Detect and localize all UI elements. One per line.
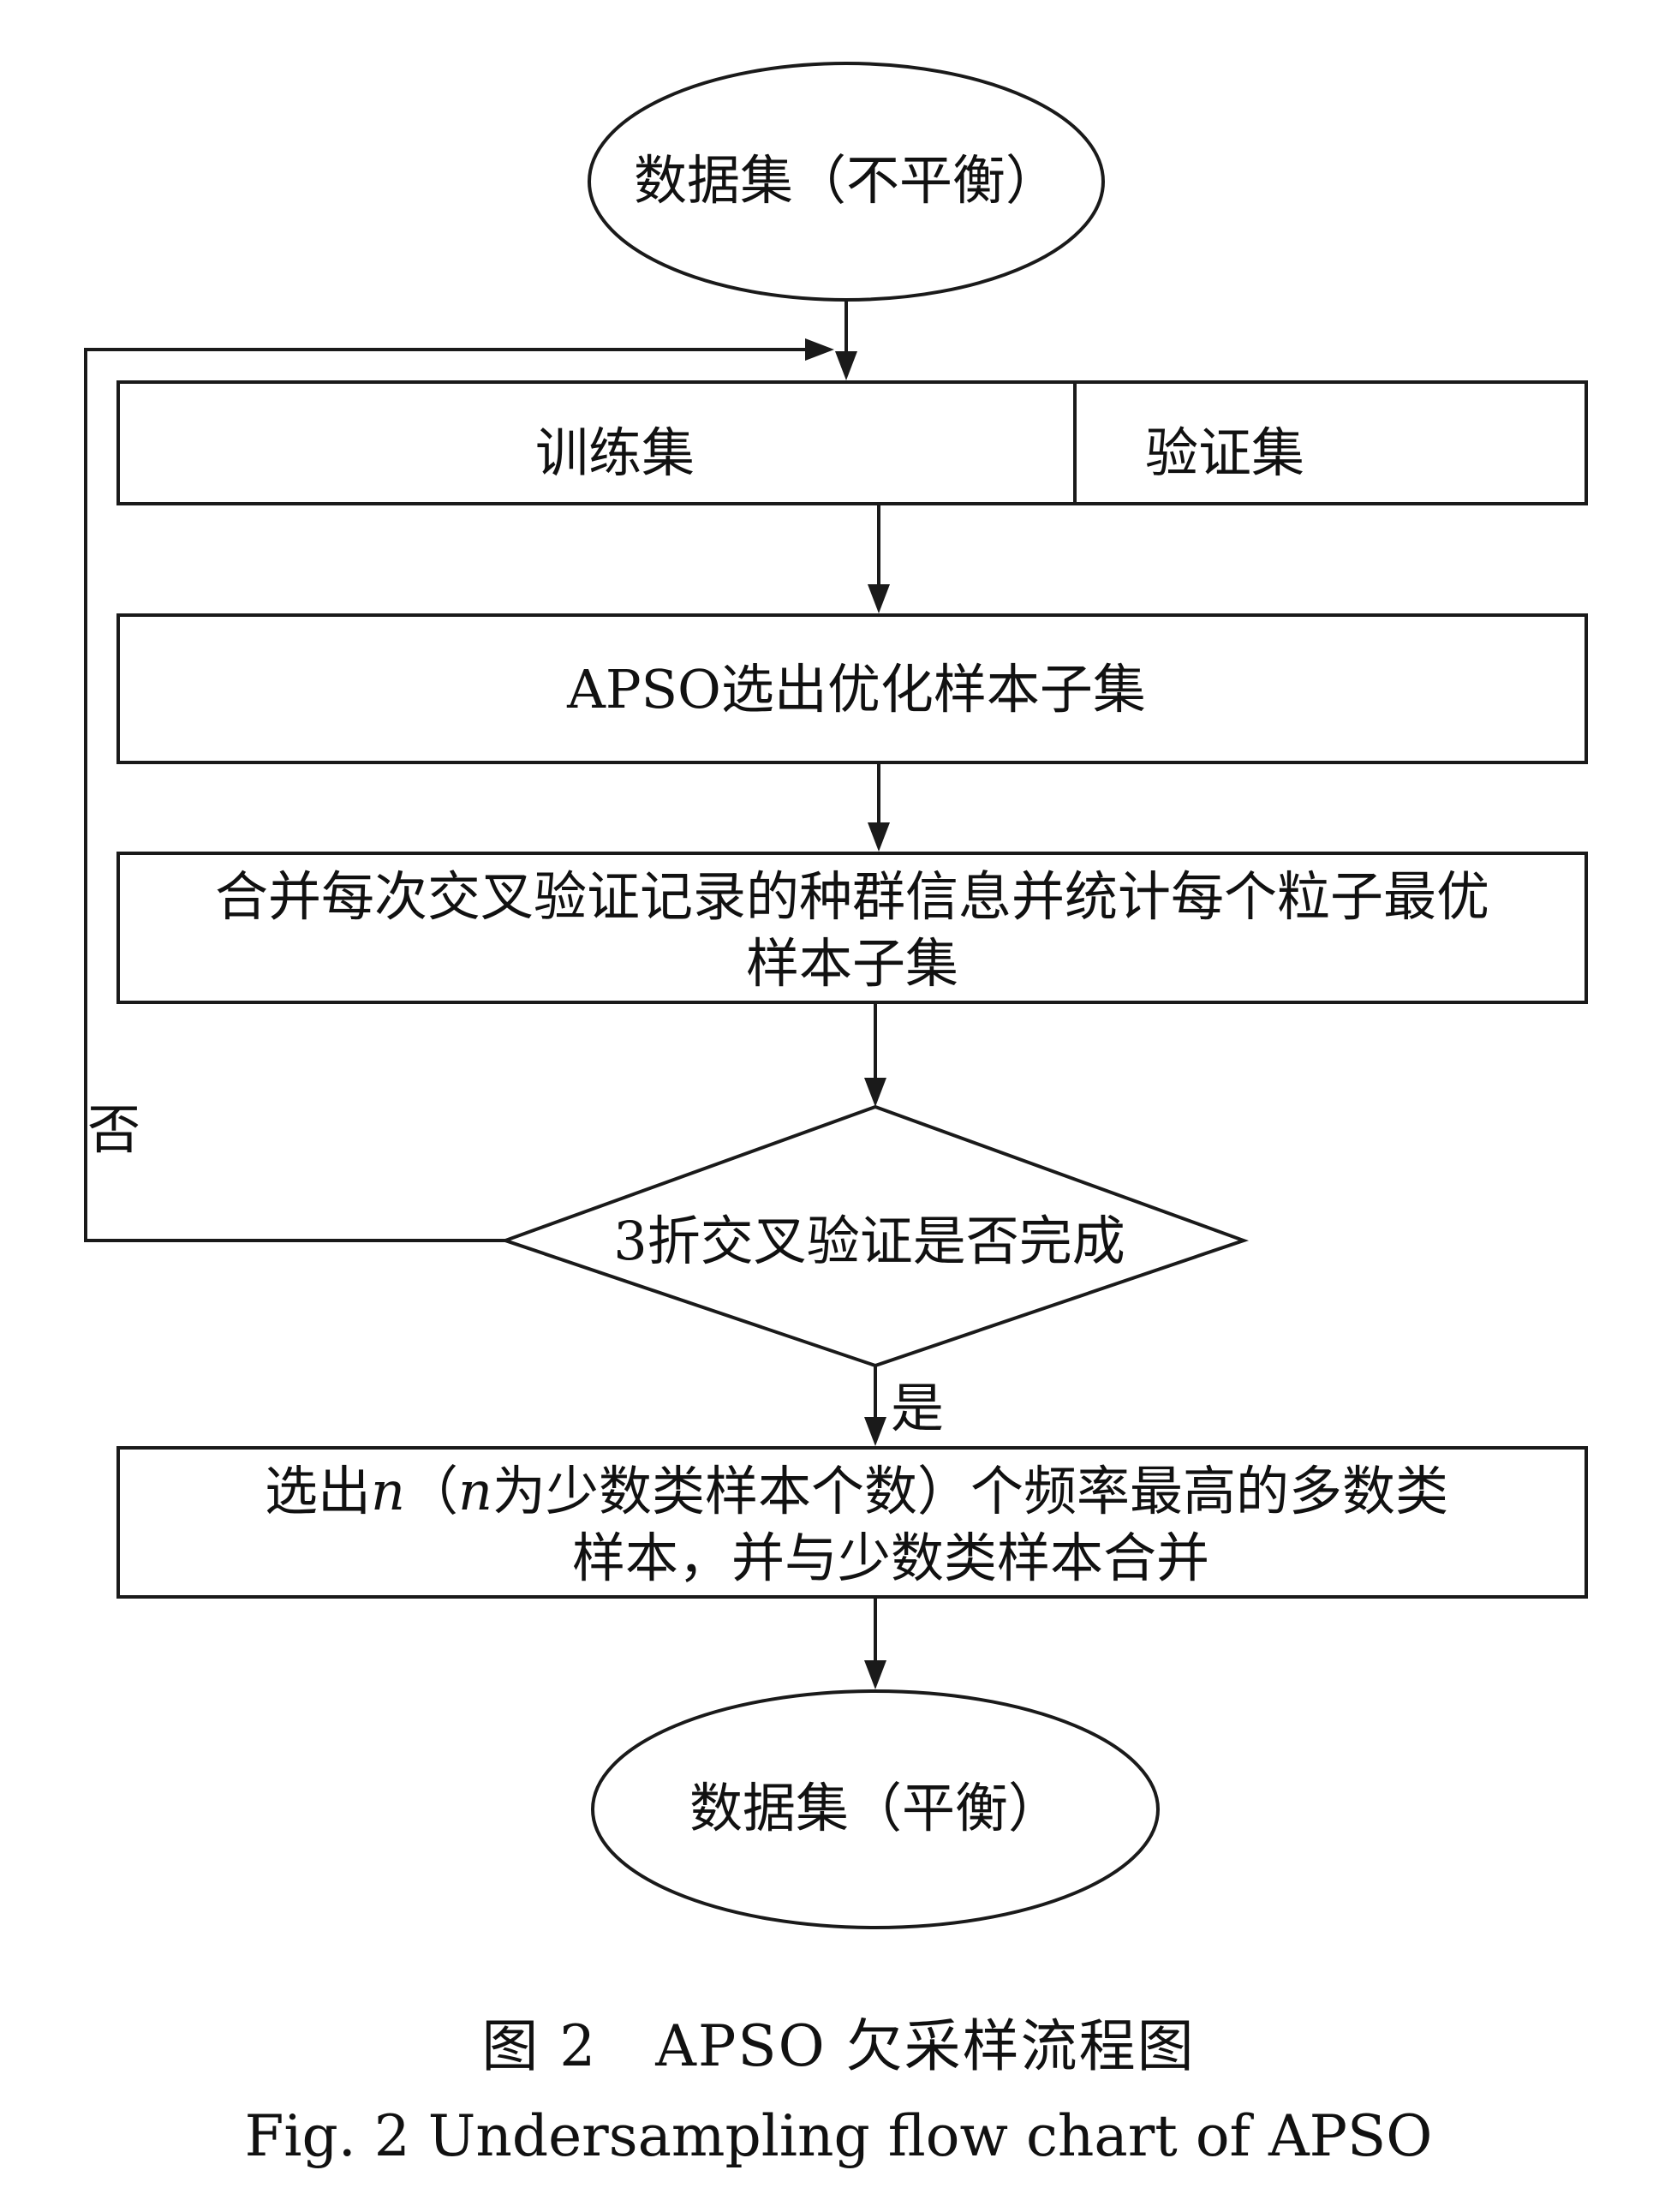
- merge-stats-box: [116, 852, 1588, 1004]
- valid-set-label: 验证集: [1145, 421, 1304, 484]
- arrowhead-select-to-end: [864, 1660, 886, 1689]
- arrowhead-loop-back: [805, 338, 834, 361]
- arrowhead-split-to-apso: [868, 584, 890, 613]
- arrowhead-apso-to-merge: [868, 822, 890, 852]
- train-set-label: 训练集: [535, 421, 695, 484]
- start-label: 数据集（不平衡）: [634, 149, 1059, 212]
- end-terminal: [591, 1689, 1160, 1929]
- arrowhead-merge-to-decision: [864, 1078, 886, 1107]
- decision-label: 3折交叉验证是否完成: [613, 1210, 1125, 1272]
- caption-chinese: 图 2 APSO 欠采样流程图: [481, 2013, 1196, 2079]
- select-majority-box: [116, 1446, 1588, 1599]
- yes-branch-label: 是: [891, 1377, 944, 1439]
- merge-label-line2: 样本子集: [746, 932, 958, 995]
- no-branch-label: 否: [87, 1098, 140, 1161]
- merge-label-line1: 合并每次交叉验证记录的种群信息并统计每个粒子最优: [215, 865, 1489, 928]
- select-label-line1: 选出n（n为少数类样本个数）个频率最高的多数类: [265, 1460, 1448, 1522]
- apso-select-box: [116, 613, 1588, 764]
- caption-english: Fig. 2 Undersampling flow chart of APSO: [244, 2103, 1433, 2169]
- edge-loop-back: [84, 348, 814, 1242]
- train-valid-box: [116, 380, 1588, 505]
- select-label-line2: 样本，并与少数类样本合并: [572, 1527, 1209, 1589]
- apso-select-label: APSO选出优化样本子集: [566, 658, 1146, 720]
- arrowhead-decision-to-select: [864, 1417, 886, 1446]
- arrowhead-start-to-split: [835, 351, 857, 380]
- end-label: 数据集（平衡）: [689, 1777, 1061, 1839]
